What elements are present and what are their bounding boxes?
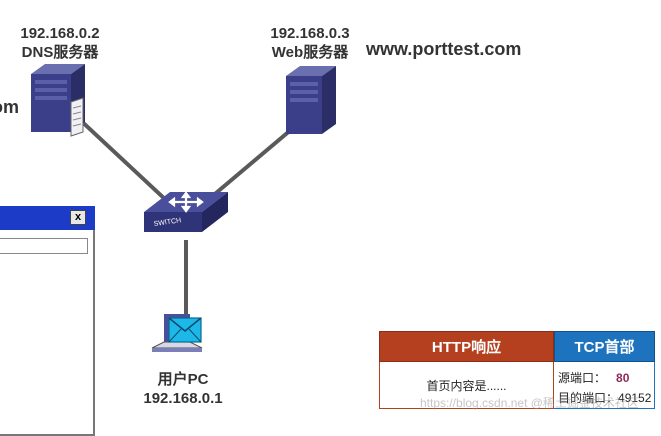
watermark: https://blog.csdn.net @稀土掘金技术社区: [420, 396, 639, 410]
src-port-label: 源端口：: [558, 371, 607, 385]
web-server-ip: 192.168.0.3: [270, 25, 350, 42]
web-server-icon: [286, 66, 336, 134]
http-body-cell: 首页内容是......: [379, 362, 554, 409]
client-pc-ip: 192.168.0.1: [143, 390, 223, 407]
dns-server-label: DNS服务器: [21, 44, 99, 61]
cropped-text-fragment: om: [0, 97, 19, 117]
tcp-body-cell: 源端口： 80 目的端口：49152: [554, 362, 655, 409]
dns-server-ip: 192.168.0.2: [20, 25, 100, 42]
browser-close-button[interactable]: x: [70, 210, 86, 225]
browser-address-bar[interactable]: [0, 238, 88, 254]
switch-text: SWITCH: [153, 217, 181, 228]
http-body-text: 首页内容是......: [426, 378, 507, 393]
web-server-label: Web服务器: [271, 44, 349, 61]
tcp-header-cell: TCP首部: [554, 331, 655, 362]
envelope-icon: [168, 317, 202, 343]
http-header-cell: HTTP响应: [379, 331, 554, 362]
packet-diagram: HTTP响应 TCP首部 首页内容是...... 源端口： 80 目的端口：491…: [379, 331, 655, 409]
browser-window: x: [0, 206, 95, 436]
dst-port-value: 49152: [618, 391, 652, 405]
src-port-value: 80: [616, 371, 630, 385]
client-pc-label: 用户PC: [157, 371, 209, 388]
site-domain: www.porttest.com: [366, 39, 522, 59]
dns-server-icon: [31, 64, 85, 137]
dst-port-label: 目的端口：: [558, 391, 619, 405]
switch-icon: SWITCH: [144, 191, 228, 232]
